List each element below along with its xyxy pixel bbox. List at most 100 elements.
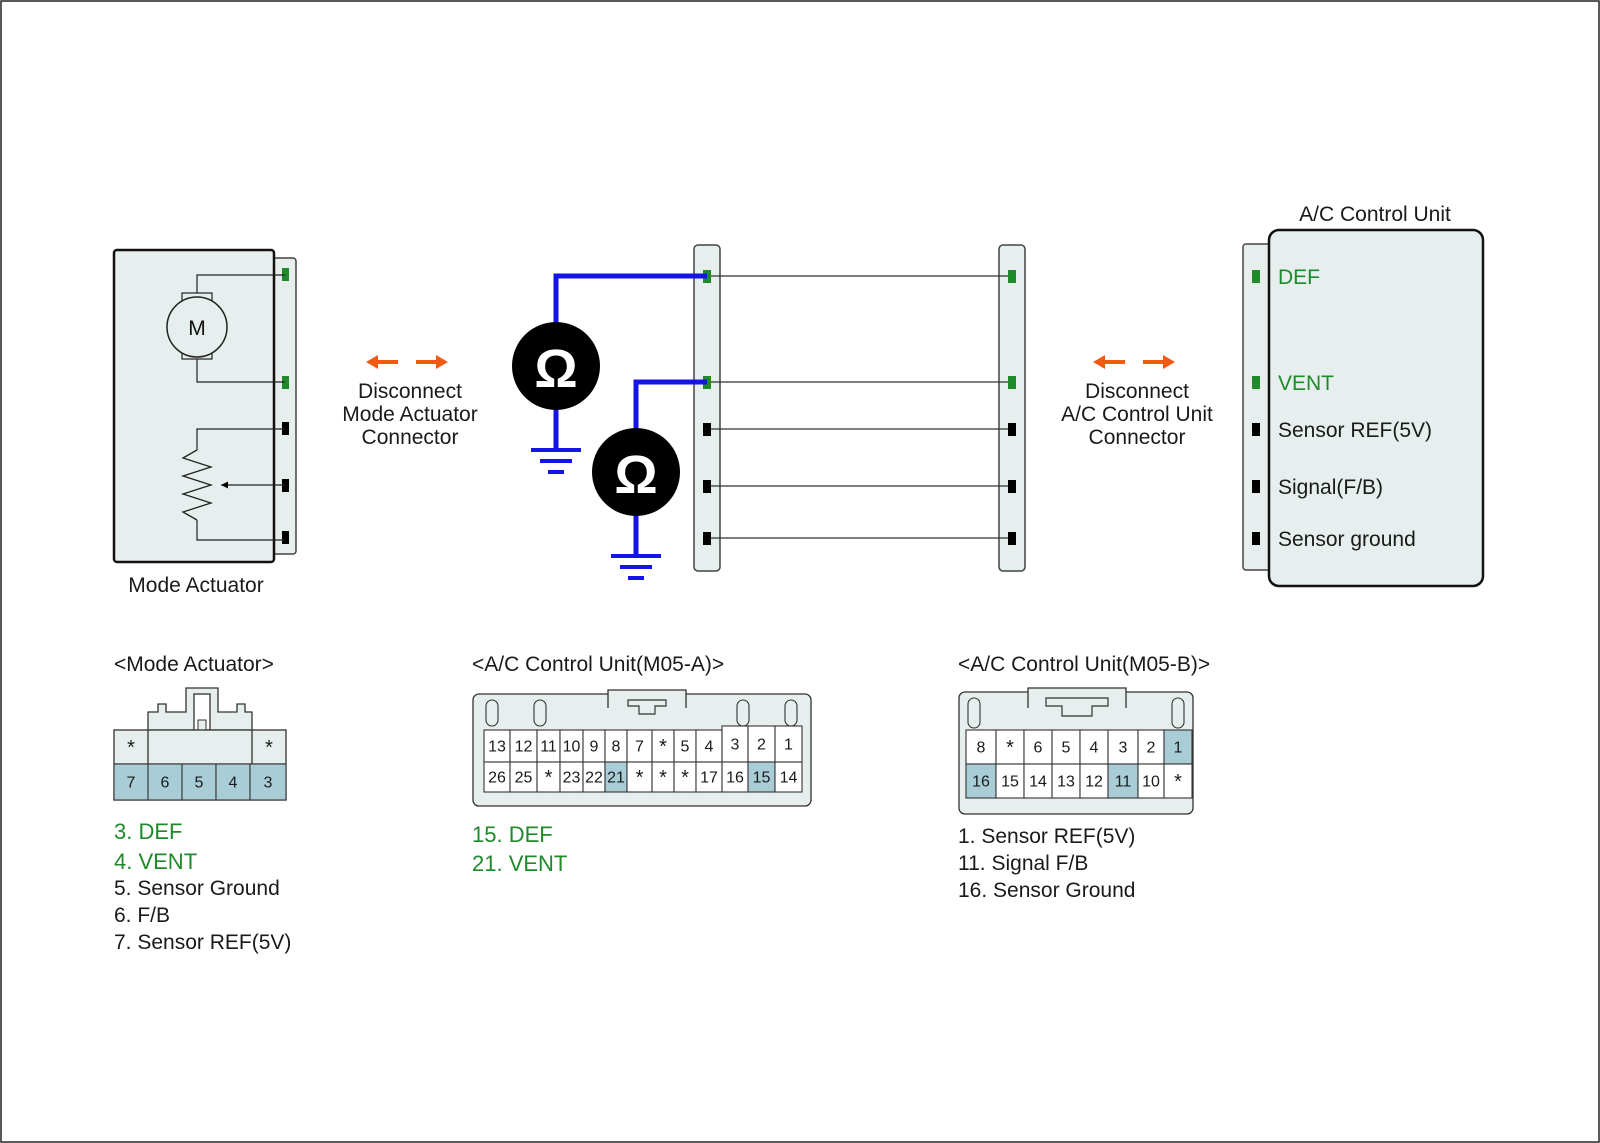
- mode-actuator-pin-def: [282, 268, 289, 281]
- ac-control-unit-body: [1267, 228, 1485, 588]
- legend-item: 1. Sensor REF(5V): [958, 825, 1135, 848]
- connector-pin-label: 10: [563, 739, 581, 756]
- connector-pin-label: 22: [585, 770, 603, 787]
- connector-pin-label: 25: [515, 770, 533, 787]
- connector-pin-cell: [1023, 763, 1053, 799]
- mode-actuator-body: [112, 248, 276, 564]
- connector-pin-label: 1: [1174, 740, 1183, 757]
- connector-pin-label: 15: [1001, 774, 1019, 791]
- legend-item: 16. Sensor Ground: [958, 879, 1135, 902]
- ac-control-unit: A/C Control Unit DEF VENT Sensor REF(5V)…: [1242, 203, 1485, 588]
- connector-pin-label: 2: [1147, 740, 1156, 757]
- connector-pin-label: *: [659, 736, 667, 758]
- ac-control-unit-title: A/C Control Unit: [1299, 203, 1451, 226]
- connector-pin-label: 9: [590, 739, 599, 756]
- connector-pin-label: 16: [726, 770, 744, 787]
- connector-pin-label: *: [659, 767, 667, 789]
- connector-pin-label: *: [127, 737, 135, 759]
- disconnect-left-line1: Disconnect: [358, 380, 462, 403]
- connector-pin-label: 5: [195, 775, 204, 792]
- connector-pin-cell: [1107, 763, 1139, 799]
- connector-pin-cell: [747, 761, 776, 793]
- connector-pin-cell: [113, 763, 149, 801]
- wiring-harness: [693, 244, 1026, 572]
- ohmmeter-def: Ω: [512, 273, 707, 474]
- connector-pin-label: *: [1174, 771, 1182, 793]
- connector-pin-cell: [1163, 763, 1193, 799]
- connector-pin-label: 7: [127, 775, 136, 792]
- connector-pin-label: 12: [1085, 774, 1103, 791]
- ac-pin-label-ref: Sensor REF(5V): [1278, 419, 1432, 442]
- connector-pin-cell: [249, 763, 287, 801]
- mode-actuator: M Mode Actuator: [112, 248, 297, 597]
- mode-actuator-pin-fb: [282, 479, 289, 492]
- disconnect-left-line2: Mode Actuator: [342, 403, 477, 426]
- connector-pin-cell: [147, 763, 183, 801]
- disconnect-ac-control-unit: Disconnect A/C Control Unit Connector: [1061, 355, 1213, 449]
- connector-pin-label: 13: [1057, 774, 1075, 791]
- connector-pin-cell: [721, 725, 749, 763]
- ac-pin-label-def: DEF: [1278, 266, 1320, 289]
- connector-mode-actuator-title: <Mode Actuator>: [114, 653, 274, 676]
- ohmmeter-icon: [592, 428, 680, 516]
- connector-pin-cell: [1023, 729, 1053, 765]
- disconnect-mode-actuator: Disconnect Mode Actuator Connector: [342, 355, 478, 449]
- ac-pin-label-vent: VENT: [1278, 372, 1334, 395]
- potentiometer-icon: [180, 449, 214, 521]
- ohmmeter-vent: Ω: [592, 379, 707, 580]
- legend-item: 7. Sensor REF(5V): [114, 931, 291, 954]
- connector-pin-label: 4: [229, 775, 238, 792]
- connector-pin-label: 8: [977, 740, 986, 757]
- ohmmeter-icon: [512, 322, 600, 410]
- legend-item: 5. Sensor Ground: [114, 877, 280, 900]
- connector-pin-label: 14: [1029, 774, 1047, 791]
- mode-actuator-pin-vent: [282, 376, 289, 389]
- connector-pin-cell: [483, 729, 511, 763]
- connector-pin-cell: [965, 729, 997, 765]
- connector-pin-label: 11: [540, 739, 557, 756]
- connector-pin-cell: [181, 763, 217, 801]
- disconnect-right-line1: Disconnect: [1085, 380, 1189, 403]
- connector-pin-label: 6: [161, 775, 170, 792]
- connector-pin-label: 14: [780, 770, 798, 787]
- connector-pin-label: 3: [1119, 740, 1128, 757]
- disconnect-right-line3: Connector: [1089, 426, 1186, 449]
- connector-pin-label: *: [636, 767, 644, 789]
- connector-pin-label: *: [681, 767, 689, 789]
- connector-pin-cell: [626, 729, 653, 763]
- legend-item: 21. VENT: [472, 851, 567, 876]
- connector-pin-cell: [509, 729, 538, 763]
- harness-left-connector: [693, 244, 721, 572]
- motor-symbol: M: [188, 317, 206, 340]
- disconnect-left-line3: Connector: [362, 426, 459, 449]
- motor-icon: [166, 296, 228, 358]
- ac-pin-label-gnd: Sensor ground: [1278, 528, 1416, 551]
- ac-control-unit-connector-strip: [1242, 243, 1272, 571]
- connector-pin-cell: [995, 729, 1025, 765]
- connector-pin-label: 21: [607, 770, 625, 787]
- connector-pin-label: *: [545, 767, 553, 789]
- mode-actuator-label: Mode Actuator: [128, 574, 263, 597]
- ohm-symbol: Ω: [614, 445, 657, 505]
- mode-actuator-connector-strip: [271, 257, 297, 555]
- connector-pin-label: 8: [612, 739, 621, 756]
- mode-actuator-pin-gnd: [282, 531, 289, 544]
- connector-pin-label: 23: [563, 770, 581, 787]
- connector-pin-label: 11: [1115, 774, 1132, 791]
- connector-pin-cell: [774, 761, 803, 793]
- connector-pin-label: 13: [488, 739, 506, 756]
- connector-pin-label: 12: [515, 739, 533, 756]
- connector-m05a-title: <A/C Control Unit(M05-A)>: [472, 653, 724, 676]
- connector-pin-label: 5: [681, 739, 690, 756]
- connector-pin-label: 26: [488, 770, 506, 787]
- legend-item: 11. Signal F/B: [958, 852, 1088, 875]
- connector-pin-cell: [626, 761, 653, 793]
- connector-pin-label: 10: [1142, 774, 1160, 791]
- legend-item: 4. VENT: [114, 849, 197, 874]
- connector-pin-label: 5: [1062, 740, 1071, 757]
